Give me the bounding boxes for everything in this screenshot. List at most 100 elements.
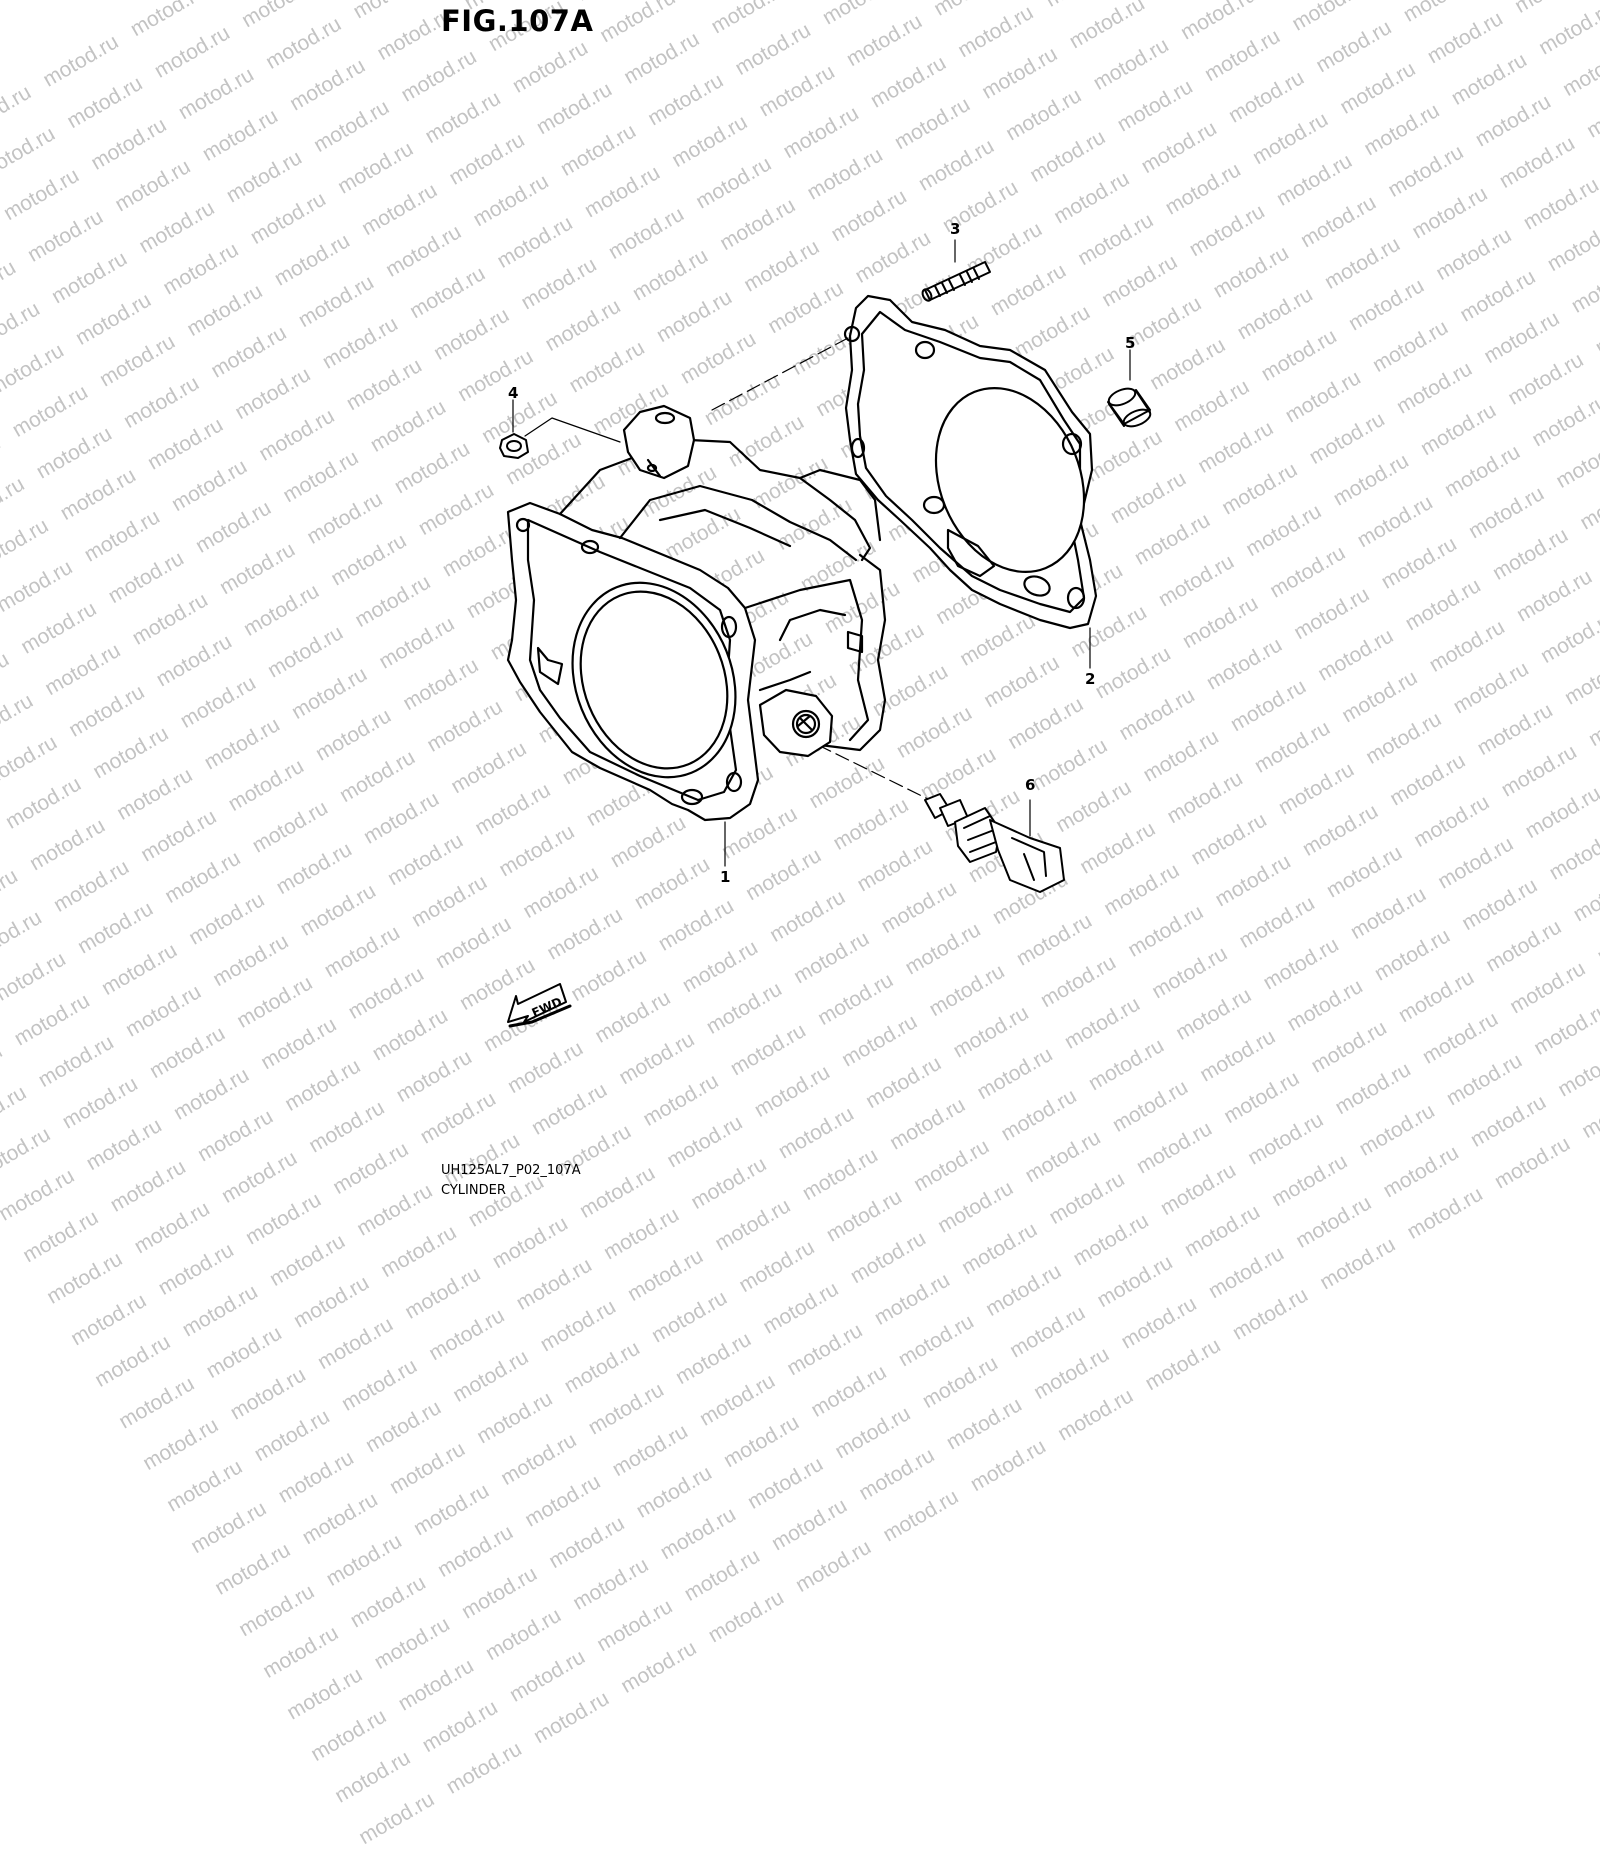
callout-1: 1 <box>720 868 730 886</box>
watermark-text: motod.ru <box>186 1496 271 1559</box>
watermark-text: motod.ru <box>735 1235 819 1298</box>
watermark-text: motod.ru <box>258 1621 343 1683</box>
watermark-text: motod.ru <box>608 1419 692 1482</box>
watermark-text: motod.ru <box>1180 1200 1264 1262</box>
watermark-text: motod.ru <box>346 1571 430 1633</box>
watermark-text: motod.ru <box>226 1363 310 1425</box>
watermark-text: motod.ru <box>759 1277 843 1339</box>
watermark-text: motod.ru <box>178 1280 262 1342</box>
watermark-text: motod.ru <box>879 1485 963 1547</box>
watermark-text: motod.ru <box>584 1378 668 1440</box>
callout-2: 2 <box>1085 670 1095 688</box>
watermark-text: motod.ru <box>1315 1232 1400 1295</box>
watermark-text: motod.ru <box>656 1502 740 1565</box>
watermark-text: motod.ru <box>870 1268 954 1330</box>
watermark-text: motod.ru <box>831 1401 915 1464</box>
watermark-text: motod.ru <box>473 1387 557 1449</box>
dowel-pin <box>1107 387 1152 428</box>
watermark-text: motod.ru <box>330 1746 415 1808</box>
watermark-text: motod.ru <box>377 1220 461 1283</box>
watermark-text: motod.ru <box>234 1579 319 1642</box>
watermark-text: motod.ru <box>282 1663 367 1725</box>
watermark-text: motod.ru <box>1029 1342 1114 1405</box>
cylinder-block <box>506 404 887 822</box>
callout-6: 6 <box>1025 776 1035 794</box>
watermark-text: motod.ru <box>457 1562 541 1624</box>
watermark-text: motod.ru <box>957 1217 1042 1280</box>
watermark-text: motod.ru <box>704 1586 788 1648</box>
watermark-text: motod.ru <box>449 1345 533 1407</box>
watermark-text: motod.ru <box>846 1226 930 1289</box>
watermark-text: motod.ru <box>442 1737 526 1799</box>
watermark-text: motod.ru <box>497 1428 581 1490</box>
watermark-text: motod.ru <box>138 1413 223 1475</box>
watermark-text: motod.ru <box>560 1336 644 1398</box>
watermark-text: motod.ru <box>536 1295 620 1357</box>
figure-title: FIG.107A <box>441 4 594 38</box>
watermark-text: motod.ru <box>401 1262 485 1324</box>
watermark-text: motod.ru <box>743 1452 828 1514</box>
watermark-text: motod.ru <box>306 1704 391 1766</box>
watermark-text: motod.ru <box>1204 1241 1288 1304</box>
watermark-text: motod.ru <box>1005 1301 1090 1363</box>
watermark-text: motod.ru <box>1141 1333 1225 1396</box>
watermark-text: motod.ru <box>202 1321 286 1383</box>
watermark-text: motod.ru <box>529 1686 613 1749</box>
watermark-text: motod.ru <box>18 1205 103 1268</box>
watermark-text: motod.ru <box>505 1645 589 1707</box>
watermark-text: motod.ru <box>512 1253 596 1315</box>
watermark-text: motod.ru <box>1093 1250 1177 1313</box>
watermark-text: motod.ru <box>807 1360 891 1422</box>
watermark-text: motod.ru <box>274 1446 358 1508</box>
watermark-text: motod.ru <box>154 1238 238 1300</box>
watermark-text: motod.ru <box>289 1271 373 1333</box>
watermark-text: motod.ru <box>298 1487 382 1550</box>
watermark-text: motod.ru <box>418 1695 502 1758</box>
watermark-text: motod.ru <box>981 1259 1066 1321</box>
cylinder-gasket <box>843 294 1098 630</box>
watermark-text: motod.ru <box>545 1511 629 1574</box>
watermark-text: motod.ru <box>425 1303 509 1366</box>
watermark-text: motod.ru <box>617 1636 701 1698</box>
watermark-text: motod.ru <box>1053 1384 1138 1446</box>
watermark-text: motod.ru <box>1069 1209 1153 1271</box>
callout-labels: 1 2 3 4 5 6 <box>508 220 1135 886</box>
exploded-view-diagram: FWD 1 2 3 4 5 6 <box>499 220 1152 1028</box>
drawing-name: CYLINDER <box>441 1183 506 1198</box>
watermark-text: motod.ru <box>250 1404 334 1467</box>
watermark-text: motod.ru <box>647 1286 732 1348</box>
forward-arrow: FWD <box>507 983 572 1028</box>
watermark-text: motod.ru <box>337 1354 421 1416</box>
watermark-text: motod.ru <box>42 1247 127 1309</box>
watermark-text: motod.ru <box>783 1318 867 1381</box>
stud-bolt <box>921 261 991 302</box>
watermark-text: motod.ru <box>632 1461 716 1523</box>
watermark-text: motod.ru <box>114 1372 199 1434</box>
watermark-text: motod.ru <box>894 1309 978 1372</box>
watermark-text: motod.ru <box>210 1538 295 1600</box>
watermark-text: motod.ru <box>623 1244 708 1306</box>
watermark-text: motod.ru <box>1117 1292 1201 1354</box>
watermark-text: motod.ru <box>719 1410 804 1473</box>
watermark-text: motod.ru <box>695 1369 780 1431</box>
watermark-text: motod.ru <box>569 1553 653 1615</box>
watermark-text: motod.ru <box>394 1654 478 1716</box>
watermark-text: motod.ru <box>521 1470 605 1532</box>
drawing-code: UH125AL7_P02_107A <box>441 1163 581 1178</box>
watermark-text: motod.ru <box>942 1393 1026 1455</box>
watermark-text: motod.ru <box>370 1612 454 1674</box>
temperature-sensor <box>924 793 1065 893</box>
watermark-text: motod.ru <box>918 1351 1002 1413</box>
watermark-text: motod.ru <box>671 1327 756 1390</box>
nut <box>499 433 529 459</box>
callout-4: 4 <box>508 384 518 402</box>
watermark-text: motod.ru <box>593 1594 677 1657</box>
watermark-text: motod.ru <box>409 1479 493 1541</box>
watermark-text: motod.ru <box>354 1787 439 1850</box>
watermark-text: motod.ru <box>767 1493 852 1556</box>
watermark-text: motod.ru <box>855 1443 939 1505</box>
callout-3: 3 <box>950 220 960 238</box>
watermark-text: motod.ru <box>361 1395 445 1458</box>
watermark-text: motod.ru <box>966 1434 1050 1497</box>
watermark-text: motod.ru <box>385 1437 469 1499</box>
